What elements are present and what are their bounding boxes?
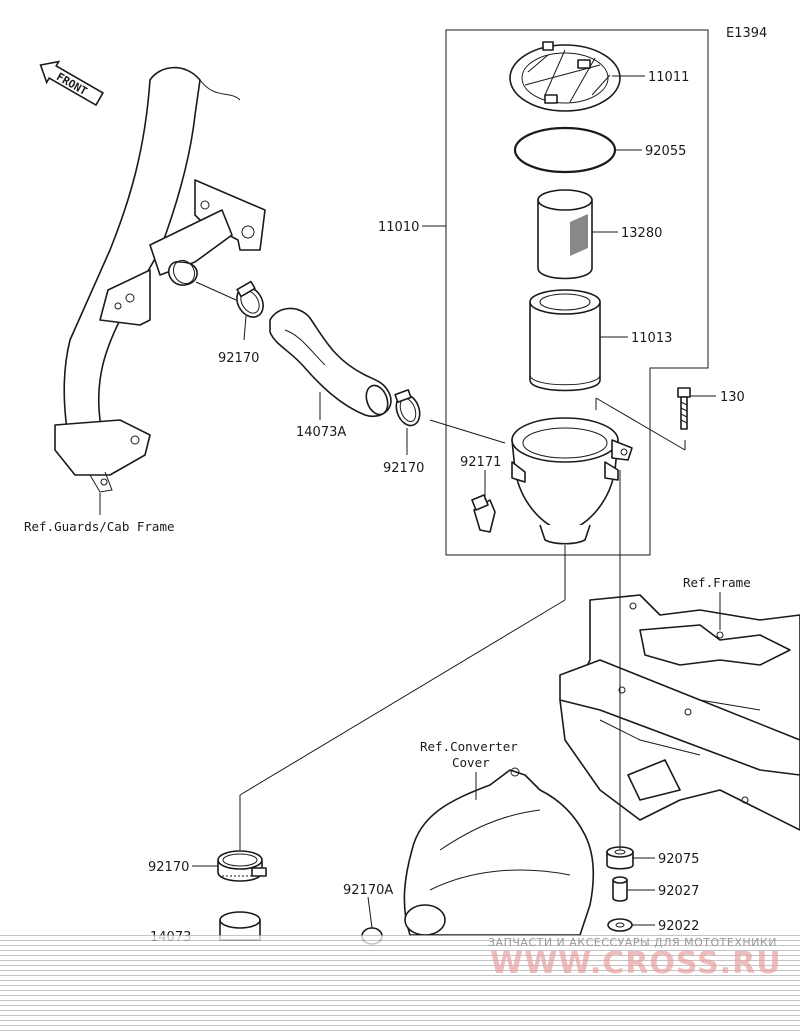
part-label-92170A: 92170A [343, 883, 393, 898]
air-filter-element-11013 [529, 289, 601, 392]
ref-label-converter: Ref.Converter [420, 739, 518, 754]
vehicle-frame [559, 594, 800, 831]
part-label-14073A: 14073A [296, 425, 346, 440]
part-label-92170-upper: 92170 [218, 351, 259, 366]
part-label-92075: 92075 [658, 852, 699, 867]
part-label-92055: 92055 [645, 144, 686, 159]
clip-92171 [471, 494, 496, 533]
leader-lines [99, 75, 721, 929]
filter-cover-11011 [509, 41, 621, 112]
air-cleaner-housing [511, 417, 633, 545]
part-label-92170-lower: 92170 [148, 860, 189, 875]
scan-noise-band [0, 935, 800, 1033]
diagram-code: E1394 [726, 26, 767, 41]
converter-cover [403, 767, 595, 936]
grommet-92075 [606, 846, 634, 870]
ref-label-frame: Ref.Frame [683, 575, 751, 590]
part-label-92170-middle: 92170 [383, 461, 424, 476]
watermark-logo: WWW.CROSS.RU [490, 946, 782, 981]
collar-92027 [612, 876, 628, 902]
part-label-92171: 92171 [460, 455, 501, 470]
hose-clamp-92170-lower [217, 850, 267, 882]
part-label-130: 130 [720, 390, 745, 405]
o-ring-92055 [513, 126, 617, 174]
part-label-13280: 13280 [621, 226, 662, 241]
ref-label-guards: Ref.Guards/Cab Frame [24, 519, 175, 534]
part-label-11010: 11010 [378, 220, 419, 235]
assembly-box-11010 [445, 29, 709, 556]
intake-duct-14073A [269, 307, 392, 417]
hose-clamp-92170-middle [394, 389, 421, 427]
washer-92022 [607, 918, 633, 932]
watermark-text: ЗАПЧАСТИ И АКСЕССУАРЫ ДЛЯ МОТОТЕХНИКИ [488, 936, 777, 949]
pre-filter-13280 [537, 189, 593, 280]
part-label-11013: 11013 [631, 331, 672, 346]
cab-frame-tube [54, 66, 266, 493]
bolt-130 [677, 387, 691, 430]
part-label-11011: 11011 [648, 70, 689, 85]
part-label-92022: 92022 [658, 919, 699, 934]
front-arrow-icon: FRONT [39, 60, 105, 107]
hose-clamp-92170-upper [236, 280, 264, 318]
part-label-92027: 92027 [658, 884, 699, 899]
ref-label-converter-cover: Cover [452, 755, 490, 770]
